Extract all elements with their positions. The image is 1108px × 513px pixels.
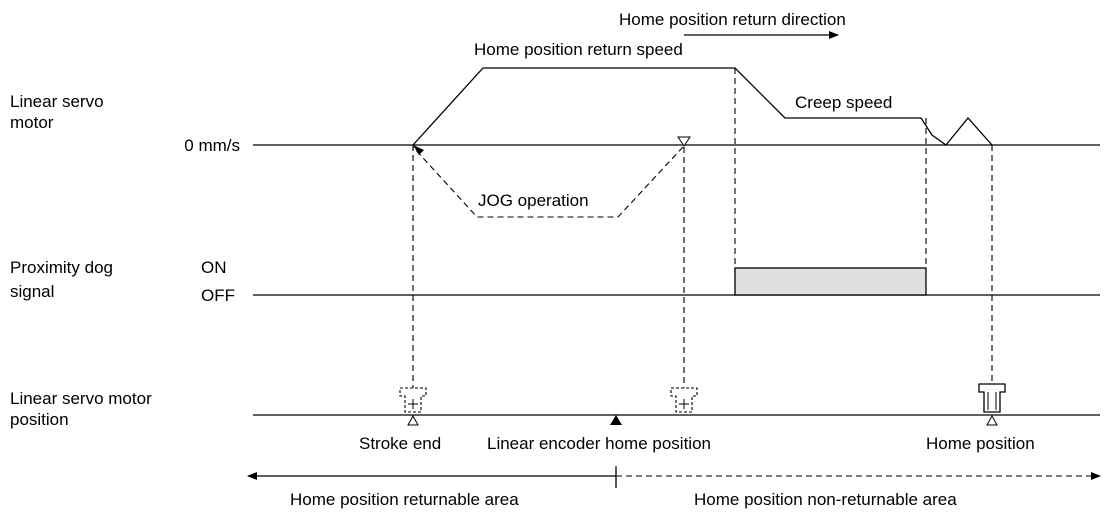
jog-operation-label: JOG operation — [478, 191, 589, 210]
non-returnable-area-label: Home position non-returnable area — [694, 490, 957, 509]
return-speed-label: Home position return speed — [474, 40, 683, 59]
dog-label-line2: signal — [10, 282, 54, 301]
dog-off-label: OFF — [201, 286, 235, 305]
motor-label-line2: motor — [10, 113, 54, 132]
motor-label-line1: Linear servo — [10, 92, 104, 111]
stroke-end-label: Stroke end — [359, 434, 441, 453]
position-label-line1: Linear servo motor — [10, 389, 152, 408]
dog-on-pulse — [734, 267, 927, 296]
position-label-line2: position — [10, 410, 69, 429]
jog-operation-dashed-line — [412, 146, 684, 218]
motor-symbol-home — [978, 383, 1006, 413]
jog-arrowhead-icon — [413, 145, 424, 155]
speed-profile-line — [412, 67, 993, 146]
jog-start-marker-icon — [677, 136, 691, 147]
home-marker-icon — [986, 414, 998, 426]
creep-speed-label: Creep speed — [795, 93, 892, 112]
encoder-home-marker-icon — [610, 415, 622, 425]
home-position-label: Home position — [926, 434, 1035, 453]
motor-symbol-jog-start — [670, 387, 698, 413]
returnable-area-label: Home position returnable area — [290, 490, 519, 509]
dog-label-line1: Proximity dog — [10, 258, 113, 277]
dog-on-label: ON — [201, 258, 227, 277]
direction-label: Home position return direction — [619, 10, 846, 29]
motor-symbol-stroke-end — [399, 387, 427, 413]
zero-speed-label: 0 mm/s — [184, 136, 240, 155]
encoder-home-label: Linear encoder home position — [487, 434, 711, 453]
stroke-end-marker-icon — [407, 414, 419, 426]
